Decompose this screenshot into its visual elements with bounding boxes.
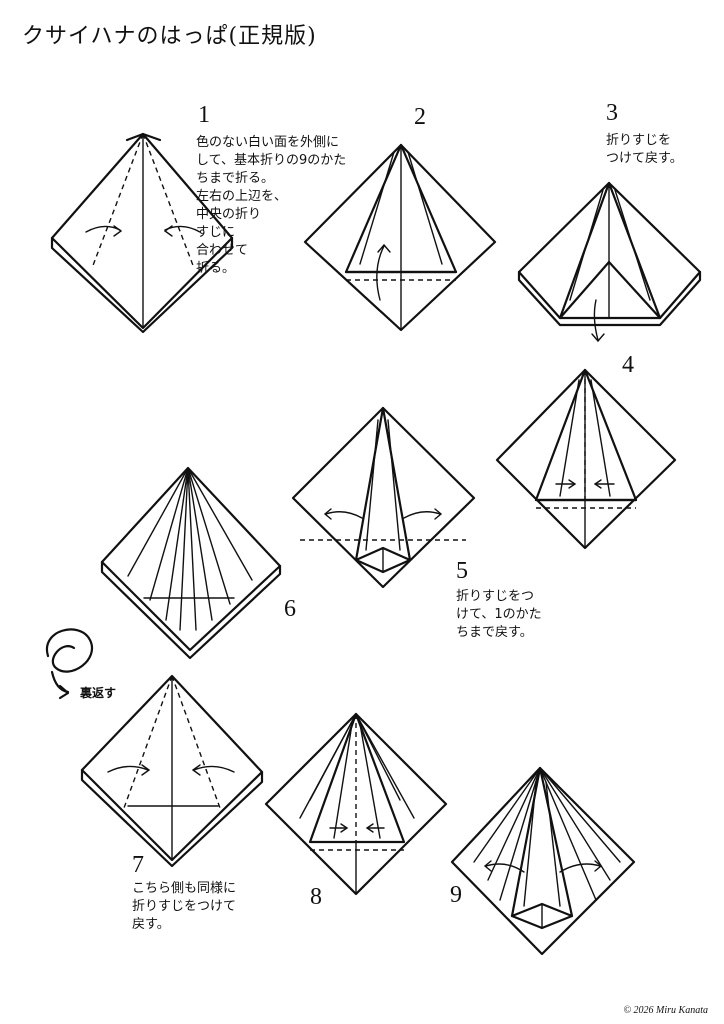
diagram-step-8 [264, 712, 448, 896]
step-7-text: こちら側も同様に 折りすじをつけて 戻す。 [132, 881, 237, 932]
flip-label: 裏返す [80, 686, 117, 700]
step-3-text: 折りすじを つけて戻す。 [606, 133, 683, 166]
step-2-number: 2 [414, 104, 426, 130]
diagram-step-7 [80, 674, 264, 868]
step-5-text: 折りすじをつ けて、1のかた ちまで戻す。 [456, 589, 542, 640]
diagram-step-3 [517, 181, 702, 343]
diagram-step-1 [50, 132, 234, 334]
step-1-number: 1 [198, 102, 210, 128]
step-9-number: 9 [450, 882, 462, 908]
diagram-step-6 [100, 466, 282, 660]
step-7-number: 7 [132, 852, 144, 878]
diagram-step-4 [495, 368, 677, 550]
page-title: クサイハナのはっぱ(正規版) [22, 24, 317, 49]
diagram-step-5 [291, 406, 476, 589]
copyright: © 2026 Miru Kanata [623, 1005, 708, 1016]
step-1-text: 色のない白い面を外側に して、基本折りの9のかた ちまで折る。 左右の上辺を、 … [196, 135, 347, 276]
step-4-number: 4 [622, 352, 634, 378]
diagram-step-9 [450, 766, 636, 956]
flip-over-symbol [45, 628, 94, 700]
step-8-number: 8 [310, 884, 322, 910]
step-3-number: 3 [606, 100, 618, 126]
step-6-number: 6 [284, 596, 296, 622]
diagram-step-2 [303, 143, 497, 332]
step-5-number: 5 [456, 558, 468, 584]
